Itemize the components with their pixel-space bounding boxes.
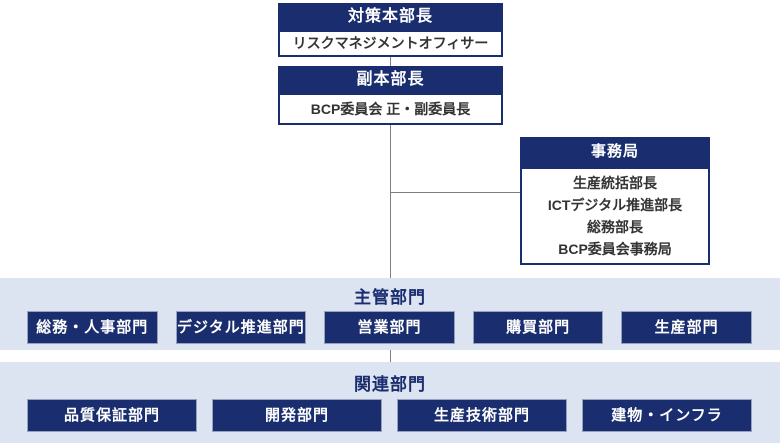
dept-box-purchasing: 購買部門 <box>472 311 604 344</box>
hq-chief-header: 対策本部長 <box>278 3 503 30</box>
related-departments-row: 品質保証部門 開発部門 生産技術部門 建物・インフラ <box>27 399 752 432</box>
secretariat-member: 生産統括部長 <box>573 175 657 191</box>
related-departments-title: 関連部門 <box>354 375 426 394</box>
main-departments-row: 総務・人事部門 デジタル推進部門 営業部門 購買部門 生産部門 <box>27 311 752 344</box>
dept-box-production-engineering: 生産技術部門 <box>397 399 567 432</box>
dept-box-production: 生産部門 <box>621 311 752 344</box>
main-departments-title: 主管部門 <box>354 288 426 307</box>
secretariat-header: 事務局 <box>520 137 710 167</box>
connector-main-to-related <box>390 350 391 362</box>
dept-box-quality-assurance: 品質保証部門 <box>27 399 197 432</box>
deputy-chief-role: BCP委員会 正・副委員長 <box>278 93 503 125</box>
connector-trunk <box>390 125 391 278</box>
secretariat-member: BCP委員会事務局 <box>558 241 672 257</box>
secretariat-unit: 事務局 生産統括部長 ICTデジタル推進部長 総務部長 BCP委員会事務局 <box>520 137 710 265</box>
deputy-chief-unit: 副本部長 BCP委員会 正・副委員長 <box>278 66 503 125</box>
connector-to-secretariat <box>390 192 520 193</box>
secretariat-member: ICTデジタル推進部長 <box>547 197 683 213</box>
hq-chief-role: リスクマネジメントオフィサー <box>278 30 503 57</box>
dept-box-development: 開発部門 <box>212 399 382 432</box>
dept-box-digital-promotion: デジタル推進部門 <box>175 311 307 344</box>
related-departments-band: 関連部門 品質保証部門 開発部門 生産技術部門 建物・インフラ <box>0 362 780 443</box>
hq-chief-unit: 対策本部長 リスクマネジメントオフィサー <box>278 3 503 57</box>
main-departments-band: 主管部門 総務・人事部門 デジタル推進部門 営業部門 購買部門 生産部門 <box>0 278 780 350</box>
dept-box-sales: 営業部門 <box>324 311 455 344</box>
dept-box-buildings-infrastructure: 建物・インフラ <box>582 399 752 432</box>
secretariat-member: 総務部長 <box>587 219 643 235</box>
deputy-chief-header: 副本部長 <box>278 66 503 93</box>
dept-box-general-affairs-hr: 総務・人事部門 <box>27 311 158 344</box>
secretariat-members: 生産統括部長 ICTデジタル推進部長 総務部長 BCP委員会事務局 <box>520 167 710 265</box>
connector-chief-to-deputy <box>390 57 391 66</box>
